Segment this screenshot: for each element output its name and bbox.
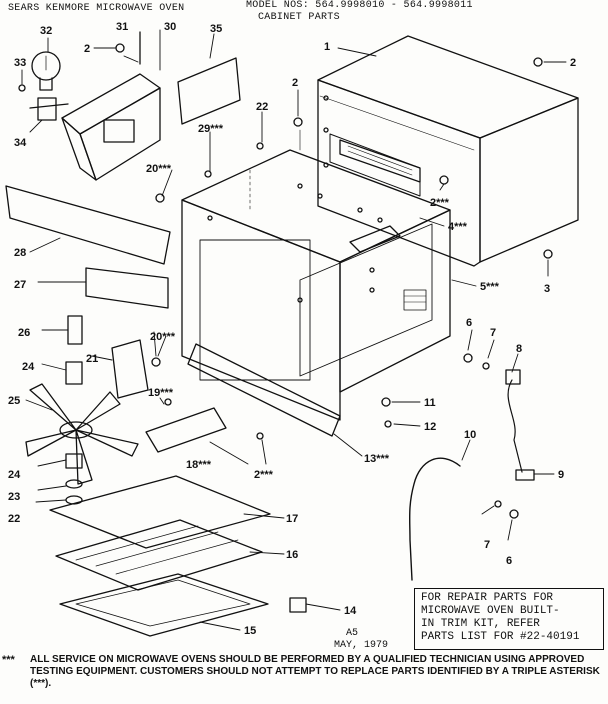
callout-3: 3 [544,283,550,295]
callout-23: 23 [8,491,20,503]
stamp-code: A5 [346,628,359,639]
leader-lines [21,29,567,631]
cabinet-wrapper [317,35,579,267]
callout-7b: 7 [484,539,490,551]
header-model-numbers: MODEL NOS: 564.9998010 - 564.9998011 [246,0,473,11]
callout-6a: 6 [466,317,472,329]
front-frame [329,133,421,197]
header-subtitle: CABINET PARTS [258,12,340,23]
callout-29: 29*** [198,123,224,135]
callout-17: 17 [286,513,298,525]
shaft-bushings [65,315,83,505]
lamp-bulb-32 [31,51,61,91]
callout-12: 12 [424,421,436,433]
lamp-bracket-30 [61,73,161,181]
callout-5: 5*** [480,281,500,293]
callout-10: 10 [464,429,476,441]
lamp-socket-34 [29,97,69,121]
footnote-mark: *** [2,654,15,666]
callout-2b: 2 [292,77,298,89]
callout-19: 19*** [148,387,174,399]
shelf-17 [49,475,271,549]
callout-20a: 20*** [146,163,172,175]
tray-15 [59,573,269,637]
callout-25: 25 [8,395,20,407]
bracket-18 [145,407,227,453]
callout-2d: 2*** [430,197,450,209]
guide-27 [85,267,169,309]
probe-cord-10 [408,457,461,581]
callout-32: 32 [40,25,52,37]
clip-14 [289,597,307,613]
header-brand: SEARS KENMORE MICROWAVE OVEN [8,3,185,14]
callout-14: 14 [344,605,357,617]
repair-box-line-2: MICROWAVE OVEN BUILT- [421,605,560,617]
callout-35: 35 [210,23,222,35]
repair-box-line-3: IN TRIM KIT, REFER [421,618,540,630]
back-panel-35 [177,57,241,125]
callout-30: 30 [164,21,176,33]
callout-16: 16 [286,549,298,561]
panel-28 [5,185,171,265]
callout-4: 4*** [448,221,468,233]
repair-parts-box: FOR REPAIR PARTS FOR MICROWAVE OVEN BUIL… [414,588,604,650]
footnote-text: ALL SERVICE ON MICROWAVE OVENS SHOULD BE… [30,654,600,689]
callout-21: 21 [86,353,98,365]
callout-2a: 2 [84,43,90,55]
rail-13 [187,343,341,437]
callout-8: 8 [516,343,522,355]
callout-34: 34 [14,137,27,149]
callout-20b: 20*** [150,331,176,343]
callout-28: 28 [14,247,26,259]
callout-13: 13*** [364,453,390,465]
hardware [18,31,553,519]
callout-27: 27 [14,279,26,291]
callout-24a: 24 [22,361,35,373]
callout-11: 11 [424,397,436,409]
callout-9: 9 [558,469,564,481]
callout-15: 15 [244,625,256,637]
callout-7a: 7 [490,327,496,339]
callout-26: 26 [18,327,30,339]
callout-labels: 1 2 2 2 2*** 2*** 3 4*** 5*** 6 6 7 7 8 … [8,21,576,637]
callout-22a: 22 [256,101,268,113]
callout-1: 1 [324,41,330,53]
service-footnote: *** ALL SERVICE ON MICROWAVE OVENS SHOUL… [2,654,600,690]
oven-chassis [181,129,451,421]
stamp-date: MAY, 1979 [334,640,389,651]
repair-box-line-4: PARTS LIST FOR #22-40191 [421,631,580,643]
callout-2e: 2*** [254,469,274,481]
callout-33: 33 [14,57,26,69]
callout-2c: 2 [570,57,576,69]
callout-31: 31 [116,21,128,33]
rack-16 [55,519,263,591]
callout-24b: 24 [8,469,21,481]
harness-8-9 [507,379,523,473]
callout-22b: 22 [8,513,20,525]
callout-18: 18*** [186,459,212,471]
stirrer-fan-25 [25,383,139,485]
cover-21 [111,339,149,399]
callout-6b: 6 [506,555,512,567]
repair-box-line-1: FOR REPAIR PARTS FOR [421,592,554,604]
